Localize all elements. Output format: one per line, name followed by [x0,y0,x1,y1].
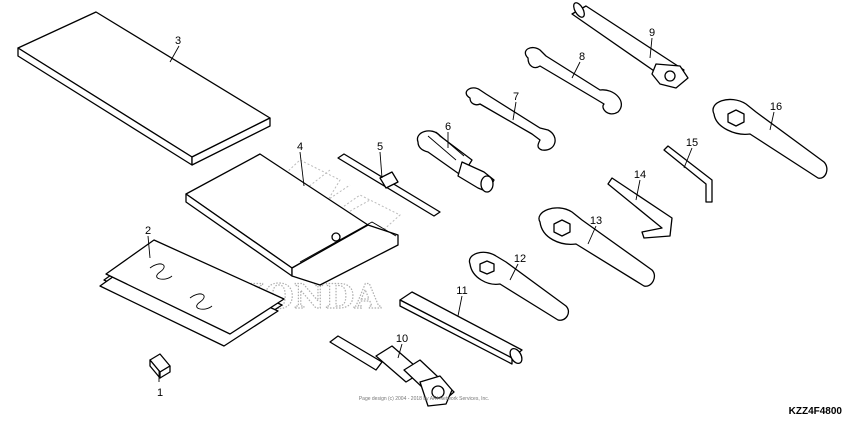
part-13-ring-wrench[interactable] [538,207,656,287]
part-8-wrench[interactable] [524,46,623,115]
part-6-screwdriver-handle[interactable] [416,130,495,193]
callout-9: 9 [649,27,655,39]
callout-11: 11 [456,285,467,297]
copyright-notice: Page design (c) 2004 - 2018 by ARI Netwo… [359,396,489,402]
callout-12: 12 [514,253,526,265]
callout-7: 7 [513,91,519,103]
part-12-ring-wrench[interactable] [468,251,570,321]
part-14-hex-key[interactable] [607,177,673,239]
part-5-screwdriver-bit[interactable] [337,153,441,217]
part-1-clip[interactable] [149,353,171,379]
part-15-hex-key[interactable] [663,145,713,203]
part-7-wrench[interactable] [465,87,556,151]
callout-16: 16 [770,101,782,113]
callout-15: 15 [686,137,698,149]
callout-6: 6 [445,121,451,133]
part-11-extension-bar[interactable] [399,291,524,365]
callout-10: 10 [396,333,408,345]
part-3-manual[interactable] [17,11,271,166]
callout-4: 4 [297,141,303,153]
callout-numbers: 3 2 1 4 5 6 7 8 9 16 15 14 13 12 11 10 [145,27,782,399]
callout-8: 8 [579,51,585,63]
leader-lines [147,37,775,382]
diagram-code: KZZ4F4800 [789,406,843,417]
callout-1: 1 [157,387,163,399]
callout-13: 13 [590,215,602,227]
callout-5: 5 [377,141,383,153]
part-2-document-pack[interactable] [99,239,285,347]
callout-3: 3 [175,35,181,47]
part-10-socket-wrench[interactable] [329,335,455,407]
callout-2: 2 [145,225,151,237]
part-4-tool-bag[interactable] [185,153,399,286]
part-16-ring-wrench[interactable] [712,98,828,179]
callout-14: 14 [634,169,646,181]
part-9-tube-wrench[interactable] [571,1,689,89]
